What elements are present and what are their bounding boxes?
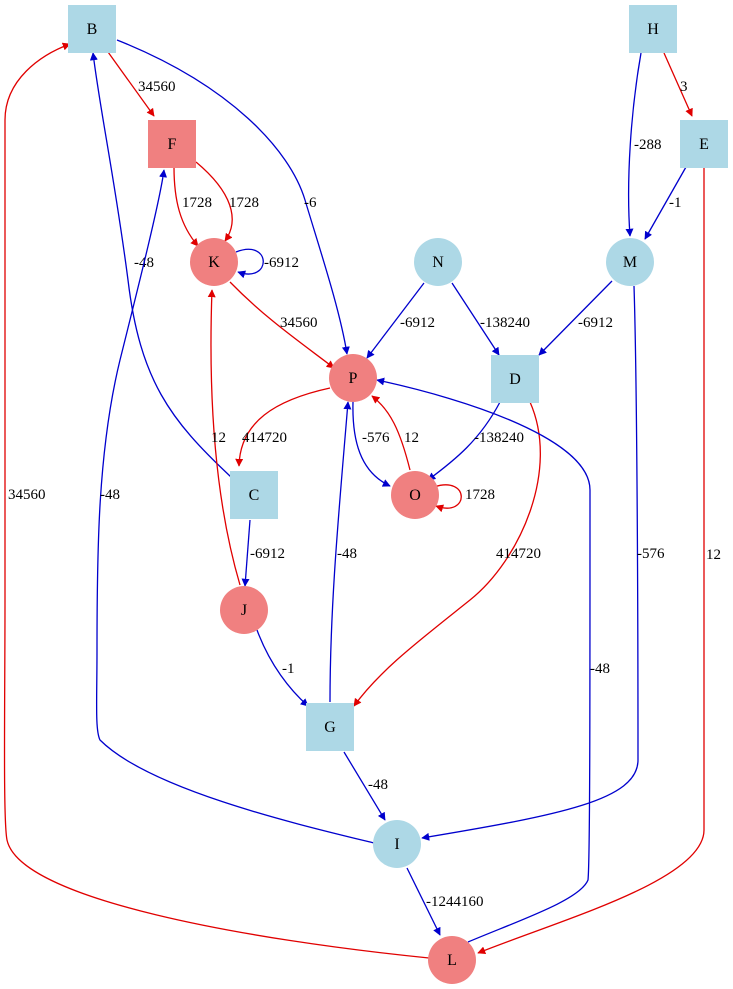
edge-o-p: 12 [371,395,419,471]
edge-i-f: -48 [95,169,375,844]
node-label-l: L [447,952,457,969]
edge-m-i: -576 [421,285,665,841]
node-g[interactable]: G [306,703,354,751]
edge-l-b: 34560 [3,42,430,959]
node-label-g: G [324,719,336,736]
node-label-m: M [623,254,637,271]
edge-b-f: 34560 [107,51,176,117]
edge-b-p: -6 [116,39,350,355]
edge-d-g: 414720 [353,401,541,707]
edge-label-l-b: 34560 [8,487,46,503]
edge-i-l: -1244160 [406,867,484,936]
edge-k-p: 34560 [229,281,335,369]
edge-label-n-p: -6912 [400,315,435,331]
node-label-d: D [509,371,521,388]
edge-label-i-l: -1244160 [426,894,484,910]
edge-label-i-f: -48 [100,487,120,503]
node-i[interactable]: I [373,820,421,868]
node-j[interactable]: J [220,586,268,634]
edge-label-m-i: -576 [637,546,665,562]
edge-f-k-2: 1728 [195,161,259,242]
edge-label-f-k-1: 1728 [182,195,212,211]
node-label-c: C [249,487,260,504]
node-label-k: K [208,254,220,271]
node-label-n: N [432,254,444,271]
edge-j-k: 12 [207,289,241,586]
node-label-p: P [349,370,358,387]
edge-label-p-o: -576 [362,430,390,446]
edge-e-m: -1 [644,166,687,240]
node-label-e: E [699,136,709,153]
edge-n-p: -6912 [366,282,435,359]
node-l[interactable]: L [428,936,476,984]
edge-label-k-k: -6912 [264,255,299,271]
node-p[interactable]: P [329,354,377,402]
node-f[interactable]: F [148,120,196,168]
node-label-h: H [647,21,659,38]
node-label-i: I [394,836,399,853]
node-b[interactable]: B [68,5,116,53]
node-m[interactable]: M [606,238,654,286]
edge-o-o: 1728 [433,484,495,513]
edge-k-k: -6912 [235,248,299,279]
edge-label-d-o: -138240 [474,430,524,446]
edge-n-d: -138240 [451,282,530,356]
edge-j-g: -1 [256,629,309,707]
edge-label-p-c: 414720 [242,430,287,446]
node-label-j: J [241,602,247,619]
edge-label-g-p: -48 [337,546,357,562]
node-c[interactable]: C [230,471,278,519]
node-h[interactable]: H [629,5,677,53]
edge-label-n-d: -138240 [480,315,530,331]
edge-label-c-j: -6912 [250,546,285,562]
edge-label-j-k: 12 [211,430,226,446]
edge-label-g-i: -48 [368,777,388,793]
edge-e-l: 12 [477,168,721,955]
edge-label-f-k-2: 1728 [229,195,259,211]
node-label-o: O [409,487,421,504]
edge-label-k-p: 34560 [280,315,318,331]
node-k[interactable]: K [190,238,238,286]
node-e[interactable]: E [680,120,728,168]
edge-l-p: -48 [376,377,610,943]
edge-label-m-d: -6912 [578,315,613,331]
edge-label-o-o: 1728 [465,487,495,503]
edge-label-d-g: 414720 [496,546,541,562]
edge-label-e-m: -1 [669,195,682,211]
edge-m-d: -6912 [538,280,613,356]
edge-p-c: 414720 [235,387,331,467]
edge-label-b-p: -6 [304,195,317,211]
edge-g-p: -48 [329,401,357,703]
node-label-b: B [87,21,98,38]
edge-label-j-g: -1 [282,661,295,677]
edge-h-m: -288 [625,52,662,237]
node-n[interactable]: N [414,238,462,286]
node-label-f: F [168,136,177,153]
edge-h-e: 3 [663,52,693,117]
edge-p-o: -576 [352,401,391,487]
edge-g-i: -48 [343,751,388,821]
edge-d-o: -138240 [427,401,524,481]
edge-label-b-f: 34560 [138,79,176,95]
edge-f-k-1: 1728 [173,166,212,247]
edge-label-h-e: 3 [680,79,688,95]
edge-label-h-m: -288 [634,137,662,153]
edge-label-l-p: -48 [590,661,610,677]
edge-c-j: -6912 [241,519,285,587]
node-o[interactable]: O [391,471,439,519]
edge-label-o-p: 12 [404,430,419,446]
node-d[interactable]: D [491,355,539,403]
edge-label-e-l: 12 [706,547,721,563]
